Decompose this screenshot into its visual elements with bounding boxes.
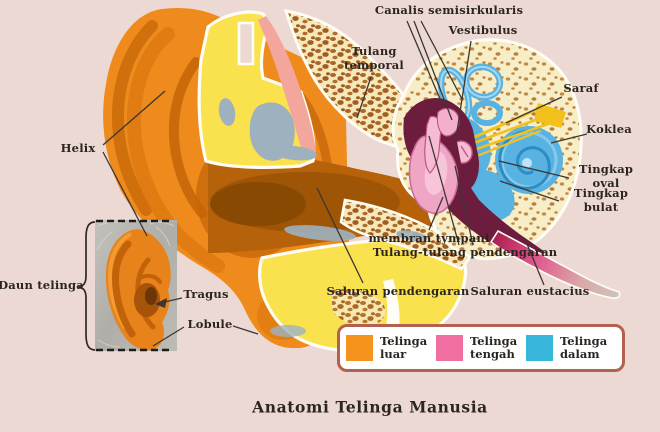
leader-membran-tympani xyxy=(428,196,444,231)
eustachian-tube-shape xyxy=(489,229,621,299)
legend-item-telinga-dalam: Telinga dalam xyxy=(526,333,616,361)
leader-tulang-pendengaran-1 xyxy=(428,135,460,246)
legend-item-telinga-tengah: Telinga tengah xyxy=(436,333,526,361)
legend-swatch-middle-ear xyxy=(436,335,463,361)
leader-saluran-eustacius xyxy=(526,243,545,286)
leader-lobule-right xyxy=(232,325,259,335)
legend-item-telinga-luar: Telinga luar xyxy=(346,333,436,361)
legend-label-middle-ear: Telinga tengah xyxy=(470,333,518,361)
leader-helix-lower xyxy=(102,151,148,237)
figure-title: Anatomi Telinga Manusia xyxy=(252,397,488,417)
leader-tingkap-bulat xyxy=(499,180,560,202)
legend-swatch-inner-ear xyxy=(526,335,553,361)
leader-tingkap-oval xyxy=(498,160,570,179)
tragus-arrowhead xyxy=(155,298,167,308)
ossicles-icon xyxy=(424,107,473,174)
legend-label-outer-ear: Telinga luar xyxy=(380,333,428,361)
leader-tulang-pendengaran-2 xyxy=(454,165,474,246)
leader-lines xyxy=(102,20,588,347)
legend-swatch-outer-ear xyxy=(346,335,373,361)
leader-canalis-1 xyxy=(406,20,444,107)
leader-saluran-pendengaran xyxy=(316,187,364,284)
leader-lobule-left xyxy=(152,326,185,347)
legend-box: Telinga luar Telinga tengah Telinga dala… xyxy=(337,324,625,372)
leader-koklea xyxy=(550,133,588,144)
daun-telinga-brace xyxy=(78,221,96,351)
hair-texture xyxy=(96,221,175,348)
pinna-inset xyxy=(78,219,177,352)
leader-helix-upper xyxy=(102,90,166,146)
leader-canalis-3 xyxy=(420,20,463,100)
dashed-crop-lines xyxy=(96,219,173,352)
leader-vestibulus xyxy=(455,40,472,139)
leader-saraf xyxy=(505,96,563,124)
leader-canalis-2 xyxy=(413,20,453,121)
leader-tulang-temporal xyxy=(356,76,372,119)
legend-label-inner-ear: Telinga dalam xyxy=(560,333,608,361)
